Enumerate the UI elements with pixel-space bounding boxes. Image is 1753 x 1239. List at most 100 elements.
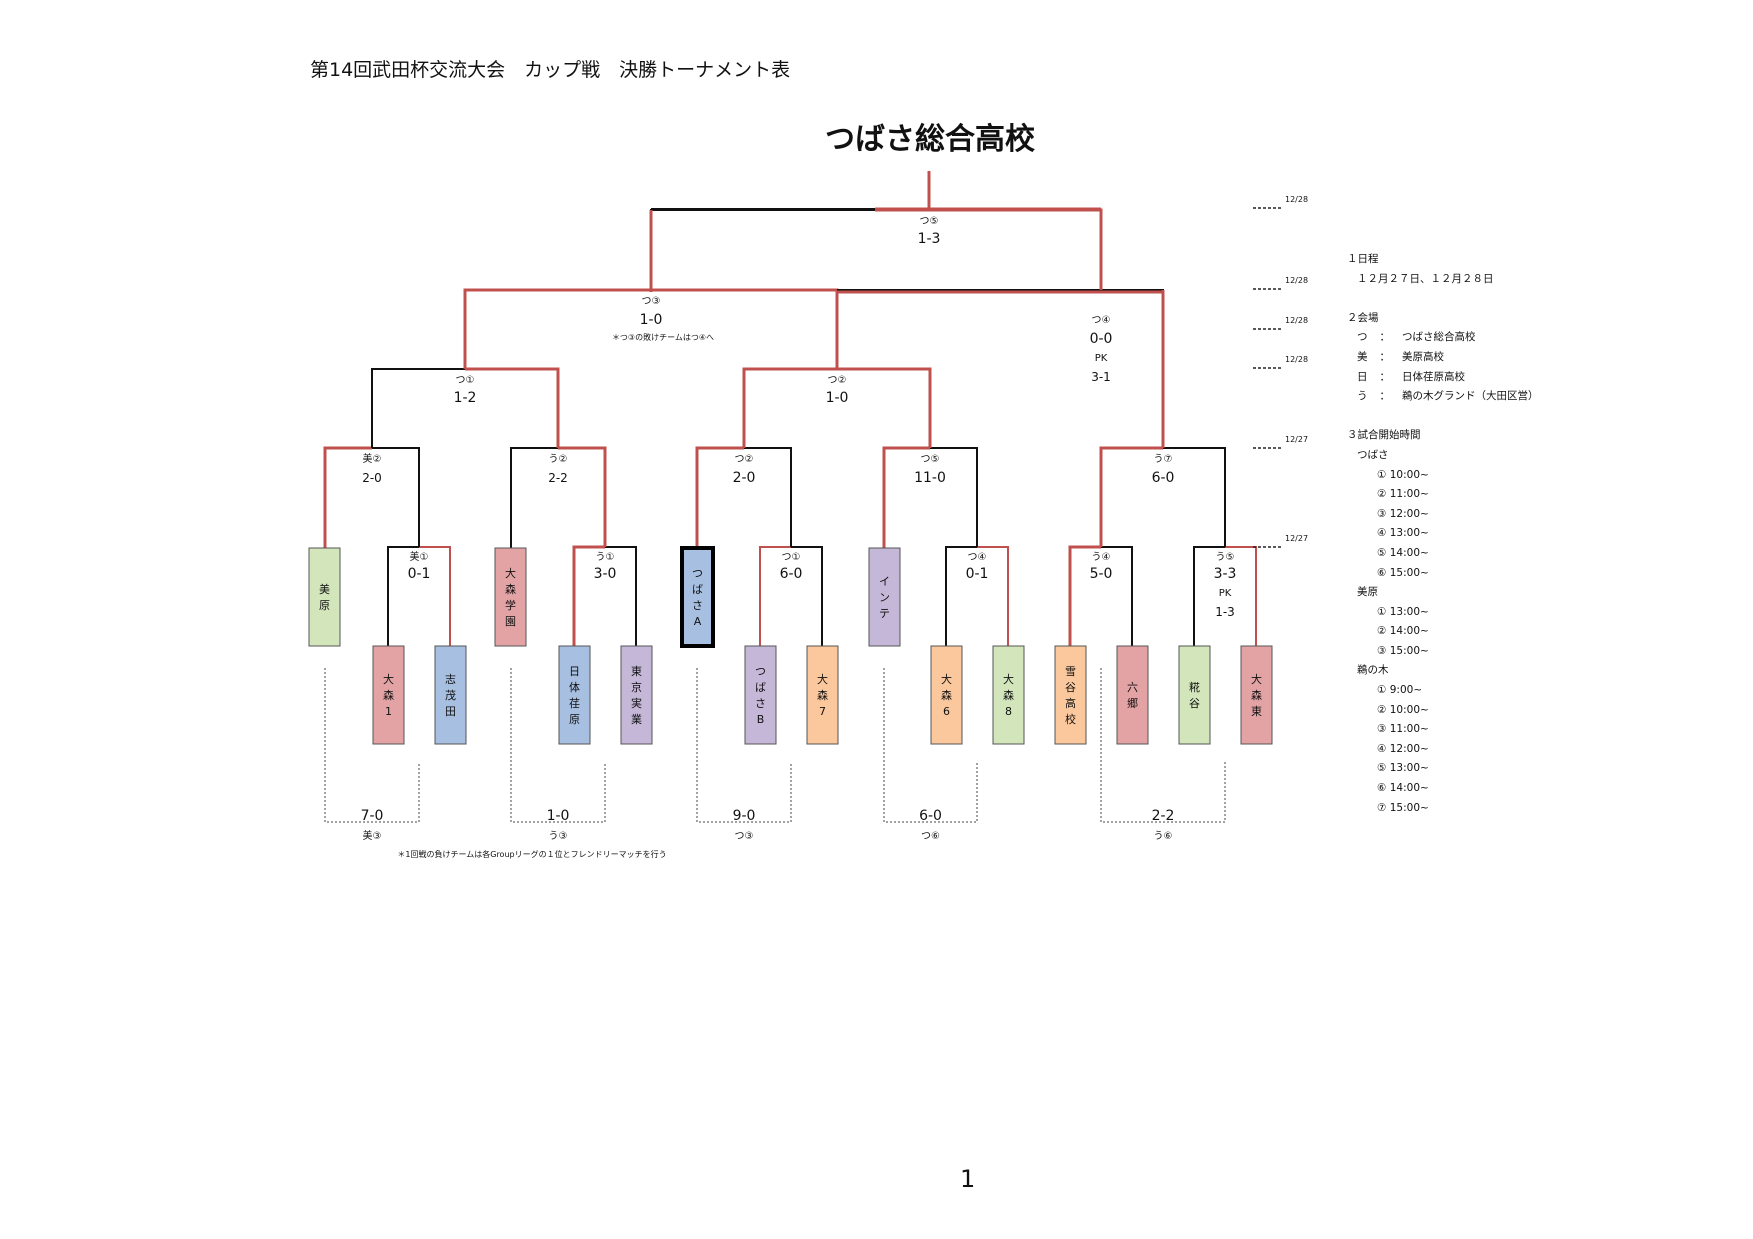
team-box — [992, 645, 1025, 745]
team-name-char: 大 — [941, 672, 952, 686]
match-score: 0-1 — [408, 566, 431, 582]
team-name-char: 六 — [1127, 681, 1138, 694]
time-slot: ⑤ 13:00~ — [1377, 762, 1429, 775]
bracket-line — [695, 446, 744, 548]
time-slot: ④ 12:00~ — [1377, 742, 1429, 755]
venue-heading: ２会場 — [1347, 311, 1379, 324]
team-name-char: 谷 — [1065, 681, 1076, 694]
friendly-score: 9-0 — [733, 808, 756, 824]
match-score: 0-1 — [966, 566, 989, 582]
bracket-line — [945, 546, 977, 646]
time-slot: ③ 12:00~ — [1377, 507, 1429, 520]
team-name: 美原 — [319, 583, 330, 612]
match-label: つ⑤ — [921, 454, 940, 465]
team-name-char: 1 — [385, 705, 392, 718]
team-name-char: 7 — [819, 705, 826, 718]
match-score: 3-3 — [1214, 566, 1237, 582]
bracket-line — [387, 546, 419, 646]
team-box — [494, 547, 527, 647]
team-name-char: さ — [755, 697, 766, 710]
team-name-char: 京 — [631, 680, 642, 694]
friendly-score: 2-2 — [1152, 808, 1175, 824]
match-label: 美① — [410, 550, 429, 563]
match-label: つ① — [456, 375, 475, 386]
team-name-char: 原 — [319, 599, 330, 612]
match-score: 0-0 — [1090, 331, 1113, 347]
team-name-char: 業 — [631, 713, 642, 726]
date-label: 12/27 — [1285, 435, 1308, 444]
venue-item: つ：つばさ総合高校 — [1357, 331, 1476, 344]
team-name: 大森東 — [1251, 672, 1262, 718]
team-name-char: 高 — [1065, 696, 1076, 710]
bracket-line — [744, 447, 792, 547]
time-slot: ⑥ 14:00~ — [1377, 782, 1429, 795]
bracket-line — [930, 447, 978, 547]
team-name-char: 東 — [1251, 705, 1262, 718]
friendly-label: う⑥ — [1154, 830, 1173, 842]
team-name-char: 雪 — [1065, 665, 1076, 678]
friendly-bracket — [324, 668, 420, 823]
team-name-char: 大 — [505, 566, 516, 580]
friendly-label: つ③ — [735, 831, 754, 842]
team-name-char: 田 — [445, 705, 456, 718]
info-panel: １日程 １２月２７日、１２月２８日 ２会場 つ：つばさ総合高校 美：美原高校 日… — [1347, 250, 1647, 818]
bracket-line — [1099, 446, 1163, 547]
team-name: 六郷 — [1127, 681, 1138, 710]
team-box — [930, 645, 963, 745]
match-score: 2-0 — [733, 470, 756, 486]
friendly-bracket — [883, 668, 978, 823]
team-name-char: 日 — [569, 665, 580, 678]
friendly-score: 6-0 — [919, 808, 942, 824]
group-name: 美原 — [1357, 586, 1378, 599]
team-name: 志茂田 — [445, 673, 456, 718]
team-name-char: 糀 — [1189, 681, 1200, 694]
team-name-char: 森 — [817, 688, 828, 702]
bracket-line — [837, 367, 932, 448]
team-name: 糀谷 — [1189, 681, 1200, 710]
friendly-label: 美③ — [363, 829, 382, 842]
match-label: つ② — [828, 375, 847, 386]
time-slot: ④ 13:00~ — [1377, 527, 1429, 540]
match-score: 6-0 — [1152, 470, 1175, 486]
team-name-char: 茂 — [445, 688, 456, 702]
friendly-label: う③ — [549, 830, 568, 842]
match-score: 2-2 — [548, 471, 568, 485]
team-name-char: B — [757, 713, 765, 726]
team-name-char: A — [694, 615, 702, 628]
match-label: 美② — [363, 452, 382, 465]
bracket-line — [323, 446, 372, 548]
match-score: 5-0 — [1090, 566, 1113, 582]
pk-label: PK — [1095, 353, 1108, 364]
friendly-bracket — [510, 668, 606, 823]
team-name-char: 荏 — [569, 697, 580, 710]
match-label: つ① — [782, 552, 801, 563]
times-heading: ３試合開始時間 — [1347, 429, 1421, 442]
bracket-line — [650, 209, 875, 290]
bracket-line — [371, 368, 465, 448]
team-box — [434, 645, 467, 745]
bracket-line — [465, 367, 560, 448]
team-name-char: つ — [692, 567, 703, 580]
page-title: 第14回武田杯交流大会 カップ戦 決勝トーナメント表 — [310, 59, 791, 81]
match-score: 3-0 — [594, 566, 617, 582]
team-name-char: 谷 — [1189, 697, 1200, 710]
venue-item: う：鵜の木グランド（大田区営） — [1357, 390, 1539, 403]
friendly-label: つ⑥ — [921, 831, 940, 842]
team-name: 大森6 — [941, 672, 952, 718]
team-name-char: 実 — [631, 696, 642, 710]
friendly-score: 7-0 — [361, 808, 384, 824]
time-slot: ① 10:00~ — [1377, 468, 1429, 481]
bracket-line — [791, 546, 823, 646]
time-slot: ⑤ 14:00~ — [1377, 546, 1429, 559]
team-name: 大森8 — [1003, 672, 1014, 718]
group-name: 鵜の木 — [1357, 664, 1389, 677]
team-name-char: 8 — [1005, 705, 1012, 718]
team-name-char: 園 — [505, 615, 516, 628]
bracket-line — [558, 446, 607, 547]
bracket-line — [1068, 545, 1101, 646]
date-label: 12/28 — [1285, 195, 1308, 204]
team-name: 日体荏原 — [569, 665, 580, 726]
bracket-line — [419, 546, 451, 646]
